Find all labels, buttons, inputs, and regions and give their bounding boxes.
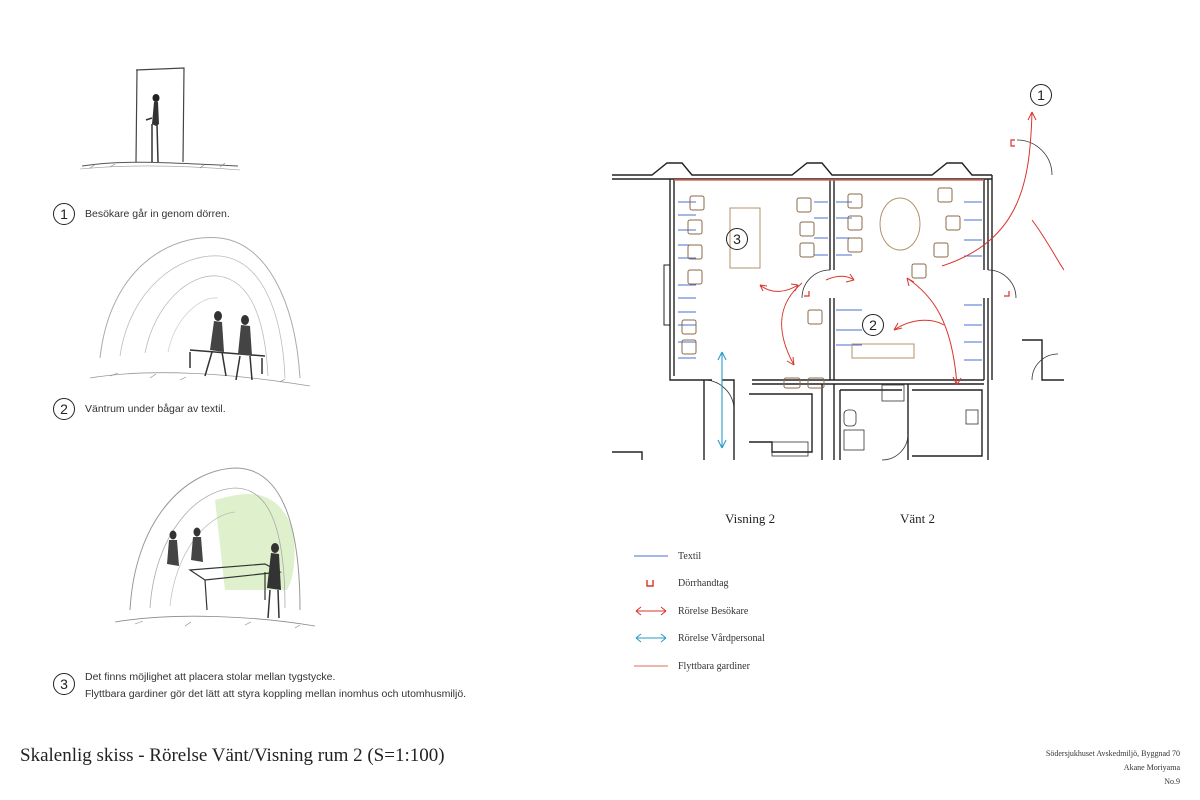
plan-marker-2: 2 — [862, 314, 884, 336]
sketch-chairs-textile — [115, 467, 315, 629]
legend-label: Textil — [678, 550, 702, 562]
legend-label: Flyttbara gardiner — [678, 660, 750, 672]
visitor-arrow-icon — [635, 606, 667, 616]
legend-item-dorrhandtag: Dörrhandtag — [634, 575, 729, 591]
legend-label: Rörelse Besökare — [678, 605, 749, 617]
legend-item-textil: Textil — [634, 548, 701, 564]
legend-label: Dörrhandtag — [678, 577, 729, 589]
textile-line-icon — [634, 555, 668, 557]
step-2-caption: Väntrum under bågar av textil. — [85, 403, 226, 415]
floor-plan — [612, 111, 1064, 461]
legend-item-staff-movement: Rörelse Vårdpersonal — [634, 630, 765, 646]
step-2-marker: 2 — [53, 398, 75, 420]
step-3-caption-line2: Flyttbara gardiner gör det lätt att styr… — [85, 688, 467, 700]
plan-marker-3: 3 — [726, 228, 748, 250]
legend-label: Rörelse Vårdpersonal — [678, 632, 765, 644]
sketch-door-entry — [80, 67, 240, 171]
credit-project: Södersjukhuset Avskedmiljö, Byggnad 70 — [1045, 749, 1180, 758]
legend-item-visitor-movement: Rörelse Besökare — [634, 603, 748, 619]
room-label-vant: Vänt 2 — [900, 511, 936, 526]
step-1-marker: 1 — [53, 203, 75, 225]
sketch-waiting-room — [90, 237, 310, 387]
step-1-caption: Besökare går in genom dörren. — [85, 208, 230, 220]
step-3-caption-line1: Det finns möjlighet att placera stolar m… — [85, 671, 336, 683]
legend-item-curtains: Flyttbara gardiner — [634, 658, 750, 674]
credit-sheet-number: No.9 — [1164, 777, 1180, 786]
credit-author: Akane Moriyama — [1123, 763, 1180, 772]
curtain-line-icon — [634, 665, 668, 667]
step-3-marker: 3 — [53, 673, 75, 695]
plan-marker-1: 1 — [1030, 84, 1052, 106]
room-label-visning: Visning 2 — [725, 511, 776, 526]
staff-arrow-icon — [635, 633, 667, 643]
door-handle-icon — [646, 580, 654, 587]
page-title: Skalenlig skiss - Rörelse Vänt/Visning r… — [20, 745, 445, 766]
